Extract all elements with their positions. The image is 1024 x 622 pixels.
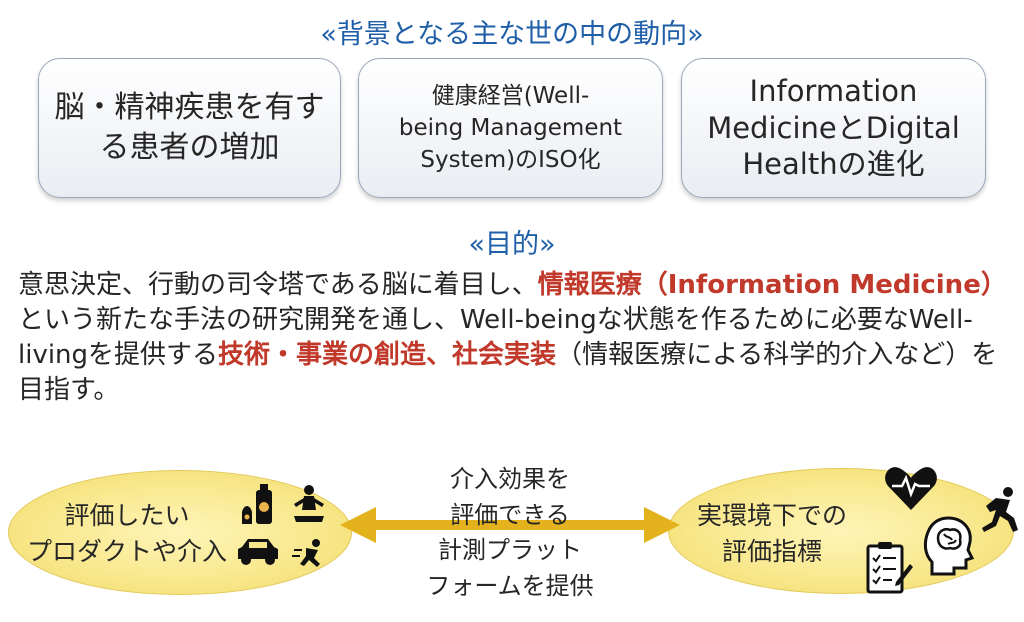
purpose-highlight-creation: 技術・事業の創造、社会実装 — [218, 340, 557, 371]
checklist-icon — [866, 542, 913, 594]
purpose-heading: «目的» — [468, 229, 556, 260]
background-heading: «背景となる主な世の中の動向» — [320, 19, 704, 50]
purpose-paragraph: 意思決定、行動の司令塔である脳に着目し、情報医療（Information Med… — [18, 268, 1008, 408]
purpose-text-2: という新たな手法の研究開発を通し、Well-beingな状態を作るために必要なW… — [18, 305, 973, 371]
trend-box-wellbeing-iso: 健康経営(Well- being Management System)のISO化 — [358, 58, 663, 198]
heart-rate-icon — [885, 467, 937, 510]
evaluation-indices-label: 実環境下での 評価指標 — [696, 501, 847, 567]
platform-description: 介入効果を 評価できる 計測プラット フォームを提供 — [426, 465, 594, 600]
supplement-bottles-icon — [242, 484, 272, 524]
trend-text: Information MedicineとDigital Healthの進化 — [707, 73, 960, 182]
purpose-text-1: 意思決定、行動の司令塔である脳に着目し、 — [18, 270, 538, 300]
meditation-icon — [294, 485, 324, 522]
trend-box-brain-disease: 脳・精神疾患を有す る患者の増加 — [38, 58, 341, 198]
trend-text: 脳・精神疾患を有す る患者の増加 — [54, 89, 325, 166]
trend-box-information-medicine: Information MedicineとDigital Healthの進化 — [681, 58, 986, 198]
runner-icon — [982, 487, 1018, 532]
purpose-highlight-information-medicine: 情報医療（Information Medicine） — [537, 270, 1007, 300]
running-icon — [292, 539, 320, 567]
purpose-text-3: （情報医療による科学的介入など）を目指す。 — [18, 340, 998, 406]
double-arrow — [340, 507, 680, 543]
car-icon — [238, 539, 278, 565]
head-brain-icon — [923, 516, 975, 576]
trend-text: 健康経営(Well- being Management System)のISO化 — [398, 82, 623, 174]
products-interventions-ellipse — [8, 470, 352, 595]
products-interventions-label: 評価したい プロダクトや介入 — [26, 501, 227, 567]
